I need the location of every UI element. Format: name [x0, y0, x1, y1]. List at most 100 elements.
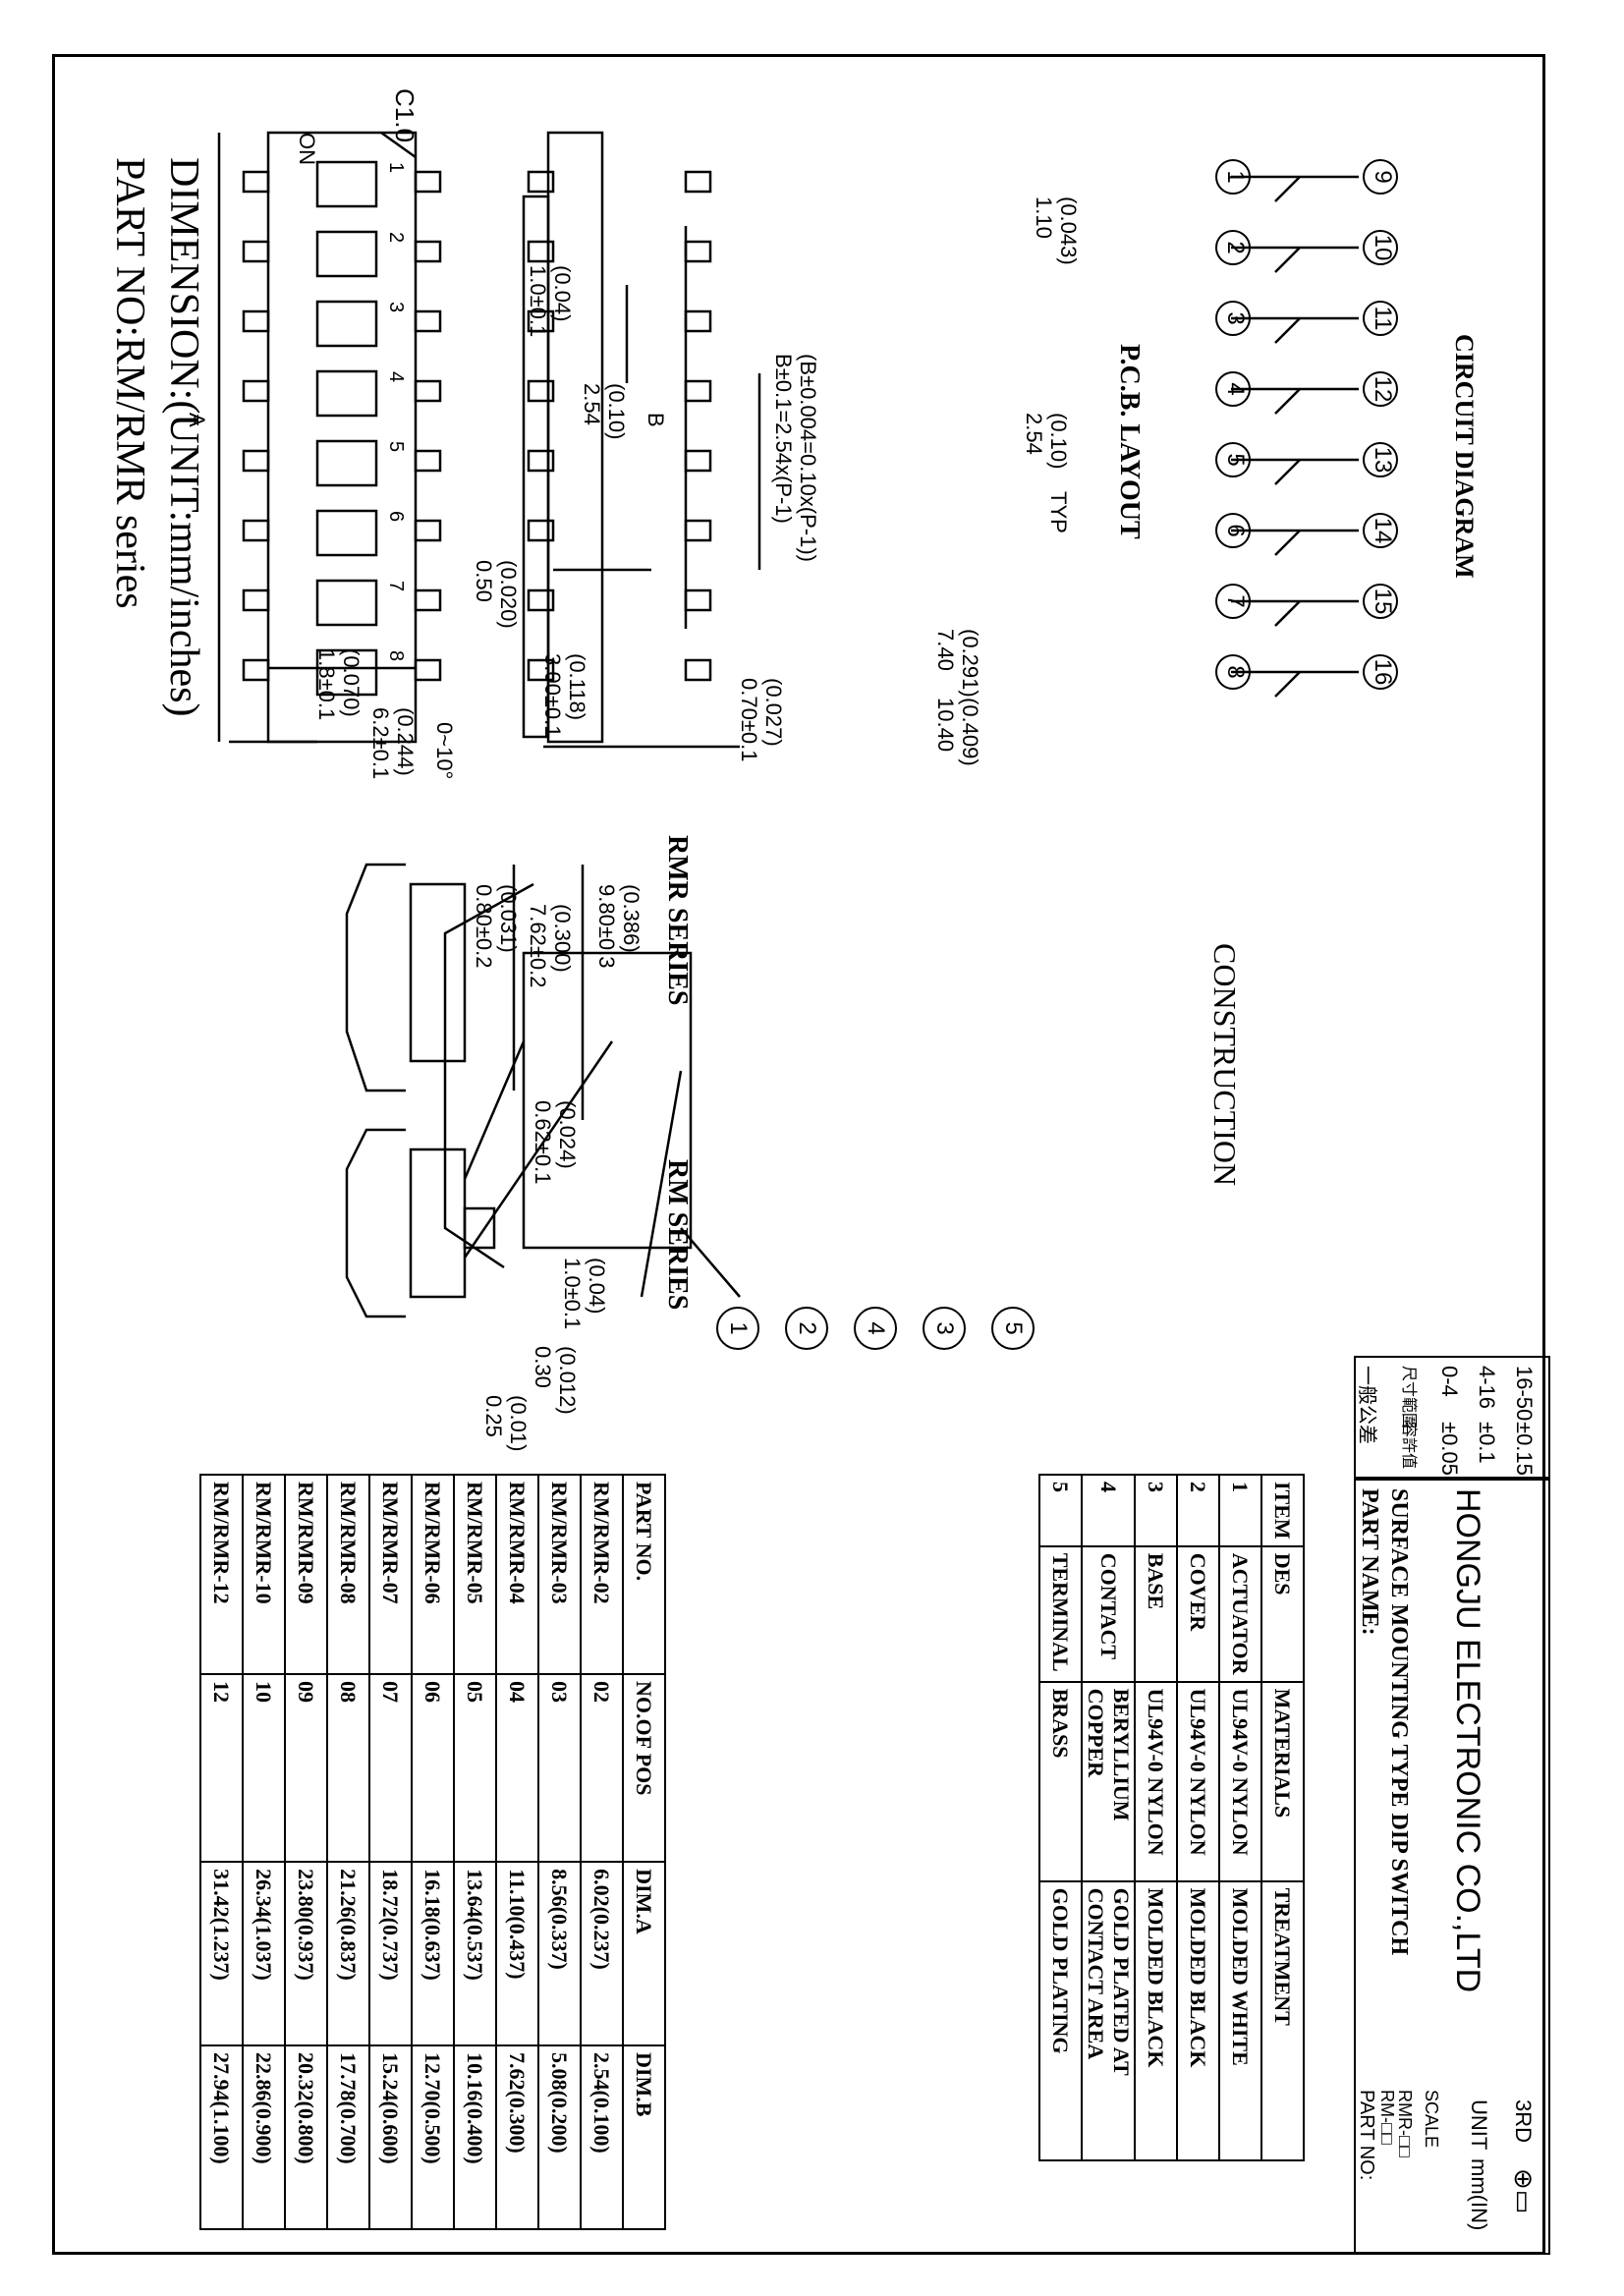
table-cell: 4 [1082, 1475, 1135, 1546]
pcb-inner-inch: (0.291) [958, 629, 982, 698]
part-no-label: PART NO: [1356, 2090, 1377, 2181]
rmr-h2: 7.62±0.2 [526, 904, 550, 988]
tolerance-value: ±0.05 [1437, 1422, 1462, 1476]
pcb-pad-width-inch: (0.043) [1056, 196, 1081, 265]
edge-label: 0.70±0.1 [737, 678, 761, 762]
rmr-h1-inch: (0.386) [619, 884, 644, 953]
tolerance-range: 4-16 [1475, 1366, 1499, 1410]
table-cell: RM/RMR-03 [538, 1475, 581, 1674]
circuit-pin: 9 [1363, 159, 1398, 195]
circuit-pin: 11 [1363, 301, 1398, 336]
switch-position-number: 8 [385, 650, 407, 662]
table-cell: 21.26(0.837) [327, 1862, 369, 2046]
part-name-label: PART NAME: [1357, 1488, 1382, 1636]
rm-title: RM SERIES [662, 1159, 693, 1311]
table-cell: CONTACT [1082, 1545, 1135, 1682]
circuit-pin: 8 [1215, 654, 1251, 690]
table-cell: BASE [1135, 1545, 1177, 1682]
tolerance-title: 一般公差 [1356, 1366, 1377, 1444]
table-cell: 5.08(0.200) [538, 2045, 581, 2229]
table-cell: 05 [454, 1674, 496, 1863]
part-no-2: RMR-□□ [1395, 2090, 1415, 2157]
circuit-pin: 7 [1215, 584, 1251, 619]
circuit-pin: 10 [1363, 230, 1398, 265]
construction-callout: 4 [854, 1307, 897, 1350]
table-cell: 12.70(0.500) [412, 2045, 454, 2229]
table-cell: UL94V-0 NYLON [1177, 1681, 1219, 1881]
table-cell: 17.78(0.700) [327, 2045, 369, 2229]
rm-d3-inch: (0.012) [555, 1346, 580, 1415]
body-top-inch-label: (0.070) [339, 648, 364, 717]
rmr-h1: 9.80±0.3 [594, 884, 619, 969]
table-header-cell: DES [1261, 1545, 1304, 1682]
rmr-h3: 0.80±0.2 [472, 884, 496, 969]
table-cell: TERMINAL [1039, 1545, 1082, 1682]
lead-width-label: 0.50 [472, 560, 496, 602]
table-cell: 2 [1177, 1475, 1219, 1546]
table-cell: RM/RMR-08 [327, 1475, 369, 1674]
foot-label: 3.00±0.1 [540, 653, 565, 738]
table-cell: 03 [538, 1674, 581, 1863]
body-width-inch-label: (0.244) [393, 707, 418, 776]
rmr-h2-inch: (0.300) [550, 904, 575, 973]
construction-title: CONSTRUCTION [1207, 943, 1243, 1187]
pcb-pitch-inch: (0.10) [1046, 413, 1071, 470]
construction-callout: 2 [785, 1307, 828, 1350]
table-cell: MOLDED BLACK [1177, 1880, 1219, 2160]
pcb-pad-width: 1.10 [1032, 196, 1056, 239]
table-cell: 11.10(0.437) [496, 1862, 538, 2046]
switch-on-label: ON [295, 133, 319, 165]
table-cell: 10 [243, 1674, 285, 1863]
table-cell: COVER [1177, 1545, 1219, 1682]
tolerance-col1: 尺寸範圍 [1400, 1366, 1417, 1429]
table-cell: 22.86(0.900) [243, 2045, 285, 2229]
table-cell: 7.62(0.300) [496, 2045, 538, 2229]
tolerance-range: 0-4 [1437, 1366, 1462, 1397]
tolerance-range: 16-50 [1512, 1366, 1537, 1422]
table-cell: RM/RMR-02 [581, 1475, 623, 1674]
table-cell: 04 [496, 1674, 538, 1863]
switch-position-number: 7 [385, 581, 407, 592]
pcb-outer-inch: (0.409) [958, 698, 982, 766]
table-cell: ACTUATOR [1219, 1545, 1261, 1682]
table-header-cell: DIM.B [623, 2045, 665, 2229]
dim-b-label: B [644, 413, 668, 427]
lead-length-label: 1.0±0.1 [526, 265, 550, 338]
table-cell: 06 [412, 1674, 454, 1863]
projection-icon: ⊕▭ [1509, 2168, 1539, 2214]
tolerance-col2: 容許值 [1400, 1422, 1417, 1470]
dim-a-label: A [185, 413, 209, 427]
pitch-inch-label: (0.10) [604, 383, 629, 440]
foot-inch-label: (0.118) [565, 653, 589, 721]
table-cell: MOLDED WHITE [1219, 1880, 1261, 2160]
table-header-cell: TREATMENT [1261, 1880, 1304, 2160]
table-cell: 08 [327, 1674, 369, 1863]
rm-d4-inch: (0.01) [506, 1395, 531, 1452]
part-no-1: RM-□□ [1377, 2090, 1397, 2145]
table-cell: UL94V-0 NYLON [1219, 1681, 1261, 1881]
table-cell: 02 [581, 1674, 623, 1863]
table-cell: 07 [369, 1674, 412, 1863]
pcb-pitch: 2.54 [1022, 413, 1046, 455]
rm-d3: 0.30 [531, 1346, 555, 1388]
table-cell: 12 [200, 1674, 243, 1863]
table-header-cell: MATERIALS [1261, 1681, 1304, 1881]
pcb-title: P.C.B. LAYOUT [1114, 344, 1145, 539]
switch-position-number: 5 [385, 441, 407, 453]
lead-length-inch-label: (0.04) [550, 265, 575, 322]
circuit-pin: 15 [1363, 584, 1398, 619]
